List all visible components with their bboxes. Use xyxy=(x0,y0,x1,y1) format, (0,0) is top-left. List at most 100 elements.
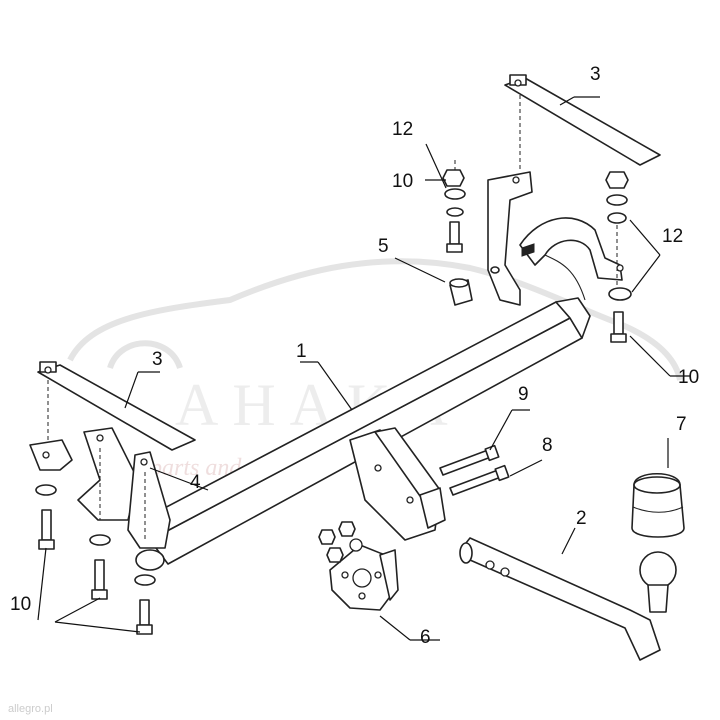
washer xyxy=(89,534,111,546)
arm-hole xyxy=(616,264,624,272)
label-part-10-top: 10 xyxy=(392,171,413,192)
label-part-5: 5 xyxy=(378,236,389,257)
bolt-head xyxy=(610,333,627,343)
socket-washer xyxy=(349,538,363,552)
right-side-bracket xyxy=(487,171,624,306)
watermark-car-wheel-left xyxy=(107,340,183,370)
washer xyxy=(606,194,628,206)
leader-3-top xyxy=(559,96,575,106)
washer xyxy=(446,207,464,217)
bolt-shank xyxy=(613,311,624,335)
label-part-3-left: 3 xyxy=(152,349,163,370)
top-fasteners xyxy=(442,160,466,253)
nut xyxy=(605,171,629,189)
bolt-head xyxy=(38,539,55,550)
bolt-9-head xyxy=(484,444,500,462)
label-part-6: 6 xyxy=(420,627,431,648)
bolt xyxy=(136,599,153,635)
part-labels: 1 2 3 3 4 5 6 7 8 9 10 10 10 12 12 xyxy=(10,64,699,648)
washer xyxy=(444,188,466,200)
parts-8-9-long-bolts xyxy=(439,444,510,496)
watermark-car-outline xyxy=(67,258,683,381)
label-part-7: 7 xyxy=(676,414,687,435)
part-1-crossbar xyxy=(135,297,591,571)
label-part-3-top: 3 xyxy=(590,64,601,85)
long-bolt-9 xyxy=(439,449,492,476)
socket-nut xyxy=(318,529,336,545)
ball-neck-bar xyxy=(461,537,661,661)
label-part-12-top: 12 xyxy=(392,119,413,140)
leader-10-right xyxy=(629,335,671,377)
label-part-2: 2 xyxy=(576,508,587,529)
bolt-shank xyxy=(94,559,105,591)
label-part-8: 8 xyxy=(542,435,553,456)
part-3-strap-left xyxy=(37,361,196,451)
bolt-head xyxy=(136,624,153,635)
socket-center-hole xyxy=(352,568,372,588)
socket-hole xyxy=(341,571,349,579)
part-6-socket-plate xyxy=(318,521,399,611)
right-arm-rib xyxy=(544,254,586,301)
neck-hole xyxy=(500,567,510,577)
spacer-top xyxy=(449,278,469,288)
arm-stud xyxy=(521,243,535,257)
leader-4 xyxy=(149,467,209,491)
bolt xyxy=(91,559,108,600)
right-arm-hook xyxy=(519,217,623,281)
part-3-strap-top xyxy=(504,74,661,172)
long-bolt-8 xyxy=(449,469,502,496)
socket-nut xyxy=(326,547,344,563)
image-credit: allegro.pl xyxy=(8,703,53,715)
washer xyxy=(607,212,627,224)
label-part-10-left: 10 xyxy=(10,594,31,615)
washer xyxy=(608,287,632,301)
part-4-left-brackets xyxy=(29,427,171,549)
bracket-hole xyxy=(42,451,50,459)
bolt-shank xyxy=(139,599,150,626)
nut xyxy=(442,169,465,187)
crossbar-left-end xyxy=(135,549,165,571)
bolt-shank xyxy=(449,221,460,245)
left-bracket-inner xyxy=(127,451,171,549)
socket-mount-bracket xyxy=(349,429,441,541)
leader-2 xyxy=(561,527,576,555)
bolt-head xyxy=(446,243,463,253)
leaders xyxy=(37,96,690,641)
ball-cover-top xyxy=(633,476,681,494)
bolt-8-head xyxy=(494,464,510,482)
bracket-hole xyxy=(406,496,414,504)
tow-ball xyxy=(639,551,677,589)
socket-hole xyxy=(374,571,382,579)
leader-9 xyxy=(489,409,513,451)
left-bracket-middle xyxy=(77,427,139,521)
left-fasteners xyxy=(35,484,156,635)
bolt-shank xyxy=(41,509,52,541)
leader-10-left xyxy=(37,547,47,621)
part-7-tow-ball xyxy=(631,473,685,613)
label-part-4: 4 xyxy=(190,472,201,493)
leader-12-right xyxy=(631,254,661,293)
washer xyxy=(134,574,156,586)
label-part-1: 1 xyxy=(296,341,307,362)
leader-8 xyxy=(509,459,543,477)
label-part-10-right: 10 xyxy=(678,367,699,388)
leader-1 xyxy=(317,361,353,411)
neck-hole xyxy=(485,560,495,570)
part-2-ball-neck xyxy=(459,537,661,661)
strap-hole xyxy=(514,79,522,87)
ball-stem xyxy=(647,584,669,613)
bracket-hole xyxy=(374,464,382,472)
leader-12-right xyxy=(629,219,661,256)
strap-top-plate xyxy=(504,77,661,166)
ball-receiver-tube xyxy=(419,487,446,529)
label-part-12-right: 12 xyxy=(662,226,683,247)
label-part-9: 9 xyxy=(518,384,529,405)
leader-3-left xyxy=(124,371,139,409)
socket-plate-flange xyxy=(379,549,399,601)
socket-hole xyxy=(358,592,366,600)
strap-hole xyxy=(44,366,52,374)
crossbar-end-cap xyxy=(555,297,591,339)
arm-hole xyxy=(512,176,520,184)
bracket-hole xyxy=(96,434,104,442)
